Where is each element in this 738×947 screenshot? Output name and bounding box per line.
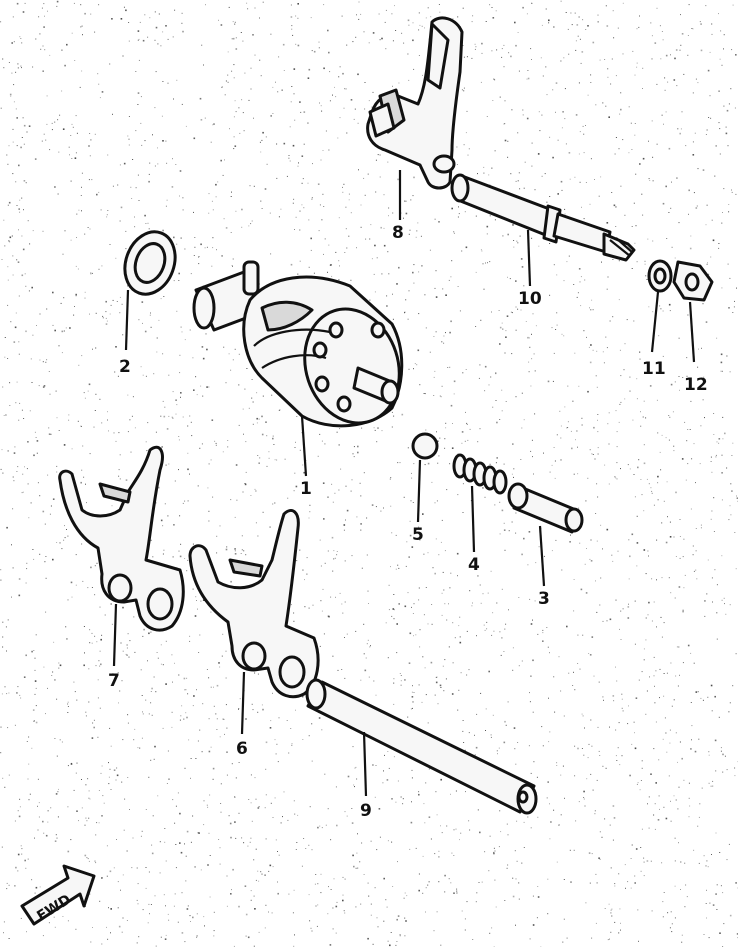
shift-fork-left (58, 445, 185, 632)
fork-shaft-upper (450, 173, 636, 262)
callout-6: 6 (236, 739, 248, 759)
leader-lines (112, 170, 696, 797)
forward-direction-arrow: FWD (20, 864, 96, 926)
callout-4: 4 (468, 555, 480, 575)
callout-7: 7 (108, 671, 120, 691)
thrust-washer (123, 230, 177, 296)
callout-1: 1 (300, 479, 312, 499)
callout-11: 11 (642, 359, 666, 379)
detent-ball (411, 432, 439, 460)
callout-9: 9 (360, 801, 372, 821)
callout-12: 12 (684, 375, 708, 395)
detent-spring (452, 453, 508, 495)
callout-10: 10 (518, 289, 542, 309)
callout-3: 3 (538, 589, 550, 609)
shift-drum (192, 260, 404, 428)
callout-8: 8 (392, 223, 404, 243)
callout-5: 5 (412, 525, 424, 545)
callout-labels: 1 2 3 4 5 6 7 8 9 10 11 12 (108, 223, 708, 821)
fork-shaft-lower (305, 678, 538, 815)
callout-2: 2 (119, 357, 131, 377)
stopper-pin (507, 482, 584, 534)
shift-fork-upper (366, 16, 464, 190)
shift-fork-middle (188, 509, 320, 699)
hex-nut (672, 260, 714, 302)
lock-washer (647, 259, 673, 293)
